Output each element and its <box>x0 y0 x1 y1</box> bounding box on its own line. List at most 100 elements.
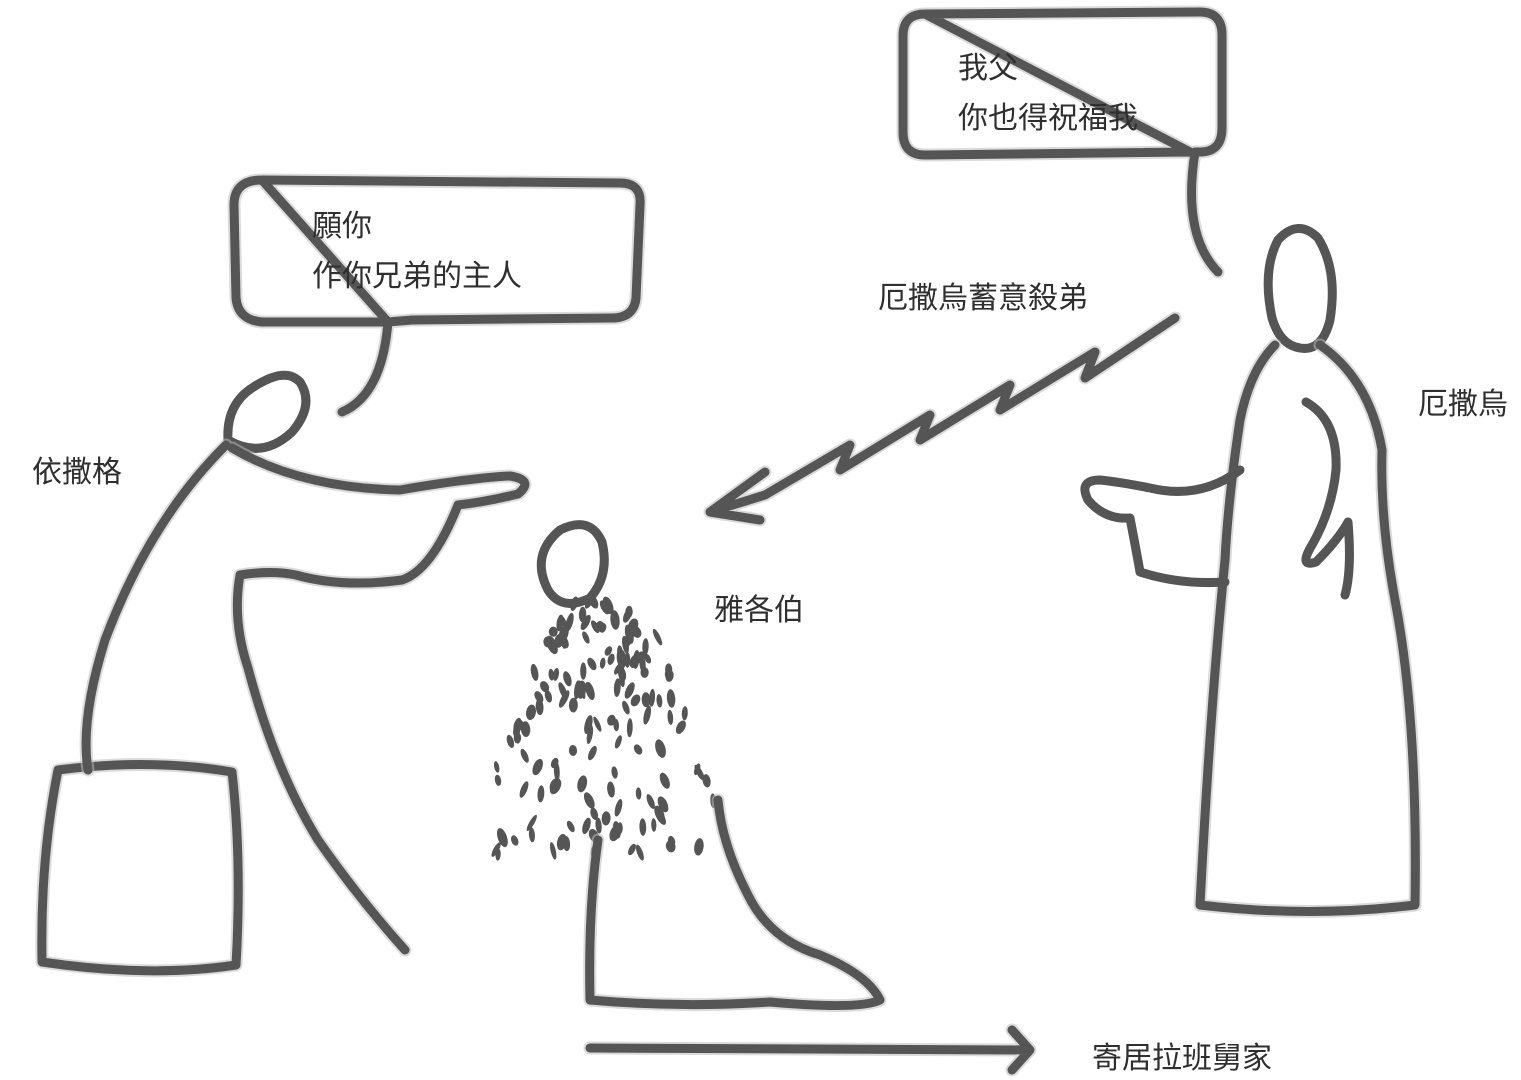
fur-spot <box>593 716 602 732</box>
isaac-bubble-line-2: 作你兄弟的主人 <box>312 259 522 294</box>
fur-spot <box>636 651 646 664</box>
fur-spot <box>617 660 625 671</box>
fur-spot <box>665 663 673 676</box>
fur-spot <box>635 787 642 800</box>
fur-spot <box>614 735 622 749</box>
fur-spot <box>667 709 674 725</box>
isaac-seat <box>37 759 243 976</box>
fur-spot <box>630 694 641 707</box>
isaac-body <box>81 440 530 955</box>
esau-robe <box>1195 340 1420 916</box>
journey-arrow: 寄居拉班舅家 <box>583 1023 1272 1077</box>
fur-spot <box>604 646 613 656</box>
journey-arrow-line <box>585 1025 1035 1075</box>
fur-spot <box>578 606 587 623</box>
fur-spot <box>543 636 552 648</box>
fur-spot <box>651 818 657 832</box>
esau-label: 厄撒烏 <box>1418 387 1508 422</box>
fur-spot <box>576 680 587 699</box>
isaac-label: 依撒格 <box>32 455 122 490</box>
fur-spot <box>506 734 515 748</box>
fur-spot <box>563 671 572 687</box>
fur-spot <box>643 705 652 725</box>
fur-spot <box>587 657 597 671</box>
esau-speech-bubble: 我父 你也得祝福我 <box>896 5 1229 279</box>
threat-arrow: 厄撒烏蓄意殺弟 <box>703 281 1182 527</box>
fur-spot <box>655 739 666 758</box>
fur-spot <box>657 796 669 813</box>
fur-spot <box>666 689 676 708</box>
fur-spot <box>520 748 529 763</box>
fur-spot <box>548 668 555 681</box>
fur-spot <box>566 820 575 833</box>
fur-spot <box>580 614 591 631</box>
fur-spot <box>582 817 591 835</box>
fur-spot <box>595 817 602 834</box>
fur-spot <box>607 781 615 798</box>
fur-spot <box>595 621 605 632</box>
fur-spot <box>646 794 655 809</box>
fur-spot <box>494 774 502 786</box>
fur-spot <box>568 697 578 713</box>
fur-spot <box>659 772 670 789</box>
fur-spot <box>649 688 656 707</box>
fur-spot <box>552 667 560 681</box>
esau-left-arm <box>1080 465 1245 588</box>
fur-spot <box>528 827 535 843</box>
fur-spot <box>621 635 630 654</box>
fur-spot <box>585 681 595 700</box>
fur-spot <box>599 600 610 615</box>
fur-spot <box>582 631 590 644</box>
fur-spot <box>611 766 618 779</box>
fur-spot <box>568 745 578 756</box>
fur-spot <box>534 691 544 703</box>
fur-spot <box>557 633 569 649</box>
fur-spot <box>580 662 587 680</box>
fur-spot <box>556 833 567 851</box>
fur-spot <box>577 775 588 793</box>
fur-spot <box>624 682 635 699</box>
fur-spot <box>613 678 621 697</box>
fur-spot <box>694 764 705 781</box>
fur-spot <box>519 781 529 798</box>
fur-spot <box>537 785 545 803</box>
fur-spot <box>584 715 593 735</box>
fur-spot <box>626 718 633 738</box>
fur-spot <box>530 663 539 681</box>
fur-spot <box>642 638 649 656</box>
threat-label: 厄撒烏蓄意殺弟 <box>878 281 1088 316</box>
fur-spot <box>535 698 544 716</box>
fur-spot <box>549 842 557 860</box>
esau-bubble-line-1: 我父 <box>958 51 1018 86</box>
isaac-bubble-line-1: 願你 <box>312 209 372 244</box>
journey-label: 寄居拉班舅家 <box>1092 1041 1272 1076</box>
fur-spot <box>558 615 567 628</box>
fur-spot <box>513 717 522 735</box>
fur-spot <box>587 745 597 761</box>
jacob-fur-pattern <box>491 592 716 861</box>
jacob-label: 雅各伯 <box>714 593 804 628</box>
fur-spot <box>584 592 596 609</box>
fur-spot <box>617 666 627 682</box>
fur-spot <box>614 799 623 817</box>
fur-spot <box>548 626 558 637</box>
fur-spot <box>532 758 543 776</box>
fur-spot <box>652 628 663 646</box>
fur-spot <box>607 714 616 726</box>
fur-spot <box>622 700 630 715</box>
isaac-bubble-outline <box>229 175 645 417</box>
esau-head <box>1263 224 1337 353</box>
fur-spot <box>702 774 711 788</box>
fur-spot <box>610 610 620 630</box>
esau-right-arm <box>1301 397 1354 600</box>
fur-spot <box>544 690 553 703</box>
fur-spot <box>641 692 651 708</box>
fur-spot <box>625 605 633 619</box>
fur-spot <box>612 821 621 839</box>
fur-spot <box>599 657 606 669</box>
fur-spot <box>639 818 647 836</box>
fur-spot <box>694 838 704 856</box>
fur-spot <box>665 840 676 853</box>
isaac-figure: 依撒格 <box>32 370 532 978</box>
fur-spot <box>570 596 578 611</box>
